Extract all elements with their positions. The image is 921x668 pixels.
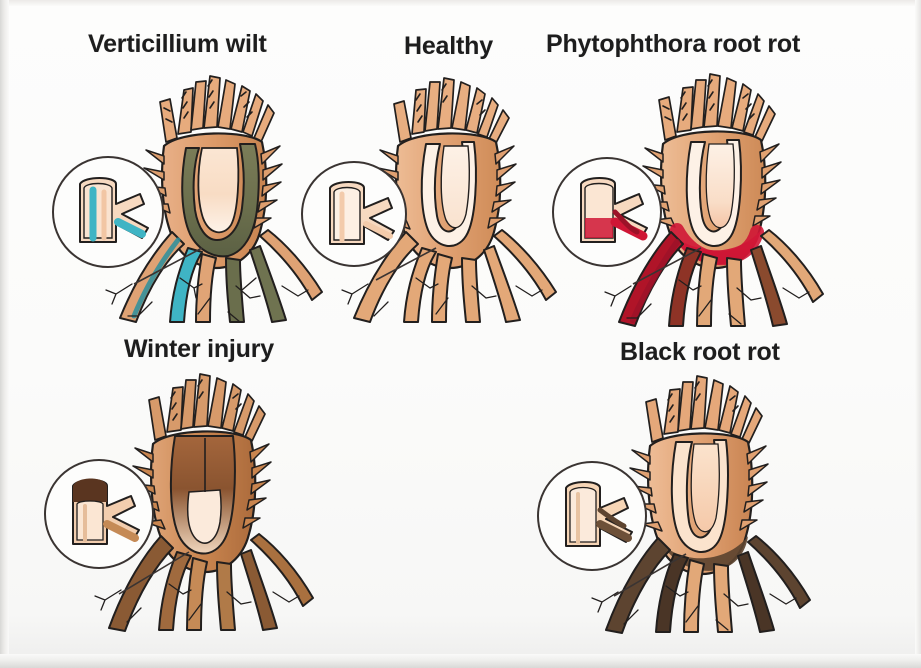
inset-crown-cross-section — [79, 177, 149, 243]
figure-verticillium-wilt — [52, 72, 350, 323]
inset-crown-cross-section — [580, 177, 648, 243]
figure-healthy — [301, 74, 580, 324]
panel-title-verticillium-wilt: Verticillium wilt — [88, 30, 267, 58]
figure-black-root-rot — [537, 374, 858, 634]
inset-leader-line — [632, 247, 702, 285]
panel-title-healthy: Healthy — [404, 32, 493, 60]
inset-crown-cross-section — [565, 481, 633, 547]
crown-pith — [186, 489, 222, 544]
crown-pith — [197, 147, 240, 234]
panel-title-winter-injury: Winter injury — [124, 335, 274, 363]
inset-leader-line — [613, 553, 687, 597]
panel-title-black-root-rot: Black root rot — [620, 338, 780, 366]
inset-crown-cross-section — [329, 181, 395, 245]
figure-phytophthora-root-rot — [552, 72, 865, 327]
inset-leader-line — [375, 247, 437, 281]
vascular-discoloration-olive — [181, 143, 260, 258]
inset-crown-cross-section — [72, 478, 140, 545]
red-streak-root — [630, 239, 680, 323]
paper-edge-top — [0, 0, 921, 6]
paper-edge-left — [0, 0, 9, 668]
panel-title-phytophthora-root-rot: Phytophthora root rot — [546, 30, 801, 58]
paper-edge-right — [915, 0, 921, 668]
inset-leader-line — [133, 247, 203, 285]
inset-leader-line — [118, 551, 190, 595]
figure-winter-injury — [44, 372, 355, 632]
paper-edge-bottom — [0, 654, 921, 668]
inset-brown-cap — [73, 478, 107, 502]
